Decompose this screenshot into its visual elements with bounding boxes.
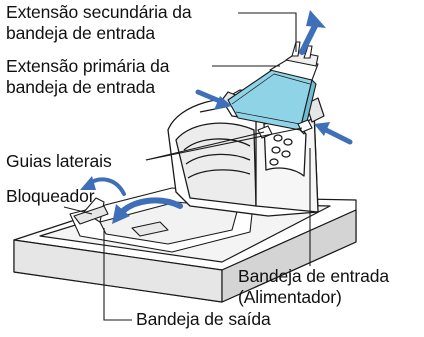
paper-stack — [227, 69, 317, 135]
label-output-tray: Bandeja de saída — [136, 309, 271, 329]
label-side-guides: Guias laterais — [6, 151, 112, 171]
stopper-shape — [73, 197, 109, 225]
label-input-tray: Bandeja de entrada (Alimentador) — [238, 266, 389, 308]
leader-stopper — [63, 206, 93, 215]
label-primary-extension: Extensão primária da bandeja de entrada — [6, 56, 169, 98]
leader-output-tray — [103, 228, 132, 321]
label-primary-extension-line1: Extensão primária da — [6, 56, 170, 76]
label-input-tray-line2: (Alimentador) — [238, 287, 342, 307]
label-stopper: Bloqueador — [6, 186, 95, 206]
label-secondary-extension-line2: bandeja de entrada — [6, 23, 156, 43]
label-secondary-extension: Extensão secundária da bandeja de entrad… — [6, 2, 192, 44]
leader-secondary-extension — [238, 12, 297, 52]
leader-side-guides-2 — [145, 127, 303, 161]
label-secondary-extension-line1: Extensão secundária da — [6, 2, 192, 22]
label-primary-extension-line2: bandeja de entrada — [6, 77, 156, 97]
leader-lines — [63, 12, 311, 321]
leader-side-guides-1 — [145, 131, 265, 161]
tray-extensions — [269, 41, 319, 81]
direction-arrows — [80, 10, 353, 224]
label-input-tray-line1: Bandeja de entrada — [238, 266, 389, 286]
